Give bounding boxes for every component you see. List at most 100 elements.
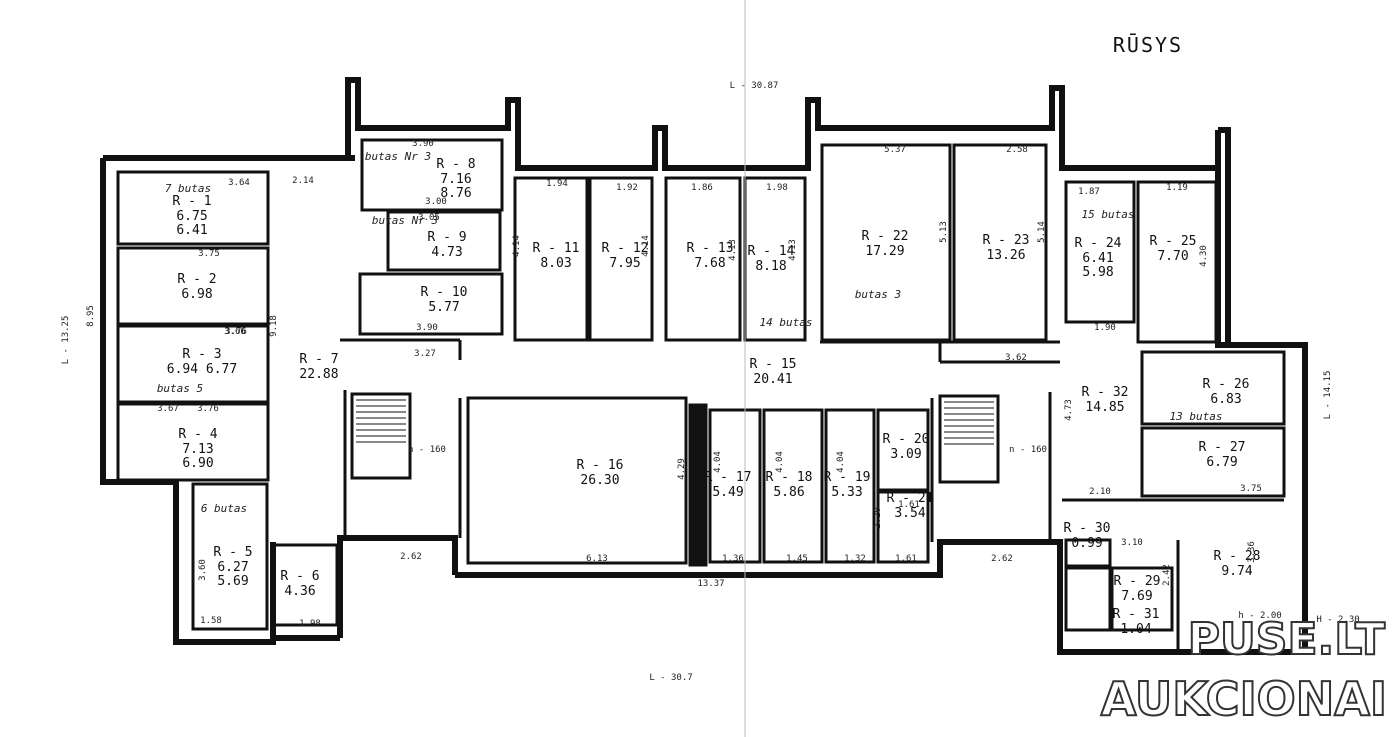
dimension-label: 1.94 xyxy=(546,179,568,189)
dimension-label: 4.73 xyxy=(1064,399,1074,421)
watermark-line-2: AUKCIONAI xyxy=(1100,671,1388,727)
level-mark: h - 2.00 xyxy=(1238,611,1281,621)
room-area: 20.41 xyxy=(753,372,792,387)
dimension-label: 5.14 xyxy=(1037,221,1047,243)
dimension-label: 5.37 xyxy=(884,145,906,155)
dimension-label: 2.62 xyxy=(991,554,1013,564)
dimension-label: 1.98 xyxy=(766,183,788,193)
room-label: R - 18 xyxy=(766,470,813,485)
room-area: 6.79 xyxy=(1206,455,1237,470)
dimension-label: 1.98 xyxy=(299,619,321,629)
apartment-note: butas Nr 3 xyxy=(365,150,431,163)
dimension-label: 2.10 xyxy=(1089,487,1111,497)
dimension-label: 4.04 xyxy=(775,451,785,473)
room-area: 7.70 xyxy=(1157,249,1188,264)
room-label: R - 4 xyxy=(178,427,217,442)
room-area: 22.88 xyxy=(299,367,338,382)
room-area: 6.41 xyxy=(176,223,207,238)
room-area: 5.77 xyxy=(428,300,459,315)
dimension-label: 4.30 xyxy=(1199,245,1209,267)
room-area: 7.16 xyxy=(440,172,471,187)
room-area: 5.98 xyxy=(1082,265,1113,280)
room-area: 8.03 xyxy=(540,256,571,271)
apartment-note: 6 butas xyxy=(201,502,247,515)
room-area: 3.09 xyxy=(890,447,921,462)
dimension-label: 1.58 xyxy=(200,616,222,626)
room-label: R - 8 xyxy=(436,157,475,172)
dimension-label: 2.20 xyxy=(873,507,883,529)
room-area: 3.54 xyxy=(894,506,925,521)
dimension-label: 4.14 xyxy=(641,235,651,257)
room-label: R - 32 xyxy=(1082,385,1129,400)
watermark-line-1: PUSE.LT xyxy=(1187,613,1386,666)
room-area: 8.18 xyxy=(755,259,786,274)
dimension-label: 6.13 xyxy=(586,554,608,564)
dimension-label: 3.10 xyxy=(1121,538,1143,548)
dimension-label: 3.76 xyxy=(197,404,219,414)
room-area: 26.30 xyxy=(580,473,619,488)
room-label: R - 20 xyxy=(883,432,930,447)
apartment-note: butas Nr 3 xyxy=(372,214,438,227)
dimension-label: 4.04 xyxy=(836,451,846,473)
room-label: R - 9 xyxy=(427,230,466,245)
dimension-label: 9.18 xyxy=(269,315,279,337)
dimension-label: 3.90 xyxy=(412,139,434,149)
room-label: R - 21 xyxy=(887,491,934,506)
dimension-label: 1.87 xyxy=(1078,187,1100,197)
room-area: 6.41 xyxy=(1082,251,1113,266)
room-label: R - 5 xyxy=(213,545,252,560)
dimension-label: 3.05 xyxy=(418,213,440,223)
apartment-note: 13 butas xyxy=(1170,410,1223,423)
dimension-label: 2.42 xyxy=(1162,564,1172,586)
dimension-label: 3.75 xyxy=(1240,484,1262,494)
dimension-label: 2.58 xyxy=(1006,145,1028,155)
dimension-label: 5.13 xyxy=(939,221,949,243)
room-label: R - 12 xyxy=(602,241,649,256)
room-area: 9.74 xyxy=(1221,564,1252,579)
room-label: R - 1 xyxy=(172,194,211,209)
dimension-label: 4.13 xyxy=(728,239,738,261)
room-label: R - 23 xyxy=(983,233,1030,248)
room-label: R - 2 xyxy=(177,272,216,287)
dimension-label: 1.32 xyxy=(844,554,866,564)
level-mark: L - 30.7 xyxy=(649,673,692,683)
room-area: 1.04 xyxy=(1120,622,1151,637)
dimension-label: 1.90 xyxy=(1094,323,1116,333)
room-area: 4.36 xyxy=(284,584,315,599)
room-area: 5.69 xyxy=(217,574,248,589)
room-label: R - 11 xyxy=(533,241,580,256)
apartment-note: 7 butas xyxy=(165,182,211,195)
dimension-label: 3.90 xyxy=(416,323,438,333)
dimension-label: 8.95 xyxy=(86,305,96,327)
room-area: 13.26 xyxy=(986,248,1025,263)
dimension-label: 3.64 xyxy=(228,178,250,188)
dimension-label: 1.19 xyxy=(1166,183,1188,193)
level-mark: L - 14.15 xyxy=(1323,371,1333,420)
room-label: R - 25 xyxy=(1150,234,1197,249)
room-label: R - 3 xyxy=(182,347,221,362)
dimension-label: 4.13 xyxy=(788,239,798,261)
room-area: 6.98 xyxy=(181,287,212,302)
room-area: 6.94 6.77 xyxy=(167,362,237,377)
dimension-label: 2.62 xyxy=(400,552,422,562)
room-area: 0.99 xyxy=(1071,536,1102,551)
room-label: R - 30 xyxy=(1064,521,1111,536)
room-area: 5.86 xyxy=(773,485,804,500)
room-label: R - 31 xyxy=(1113,607,1160,622)
room-area: 4.73 xyxy=(431,245,462,260)
room-label: R - 14 xyxy=(748,244,795,259)
room-area: 6.27 xyxy=(217,560,248,575)
room-area: 14.85 xyxy=(1085,400,1124,415)
room-area: 5.49 xyxy=(712,485,743,500)
page-title: RŪSYS xyxy=(1113,33,1183,57)
level-mark: L - 30.87 xyxy=(730,81,779,91)
apartment-note: butas 3 xyxy=(855,288,901,301)
room-label: R - 13 xyxy=(687,241,734,256)
dimension-label: 2.14 xyxy=(292,176,314,186)
dimension-label: 1.61 xyxy=(895,554,917,564)
room-label: R - 6 xyxy=(280,569,319,584)
dimension-label: 3.60 xyxy=(198,559,208,581)
dimension-label: 1.61 xyxy=(898,500,920,510)
dimension-label: 4.04 xyxy=(713,451,723,473)
